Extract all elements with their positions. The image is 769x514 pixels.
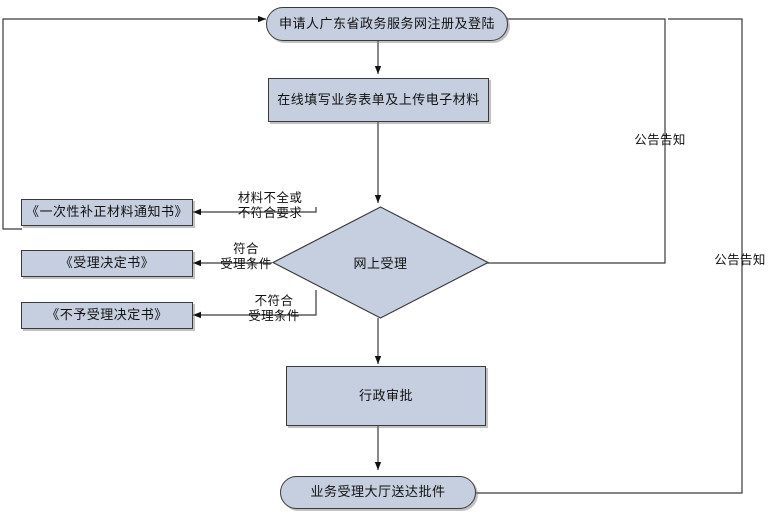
node-fill-form-label: 在线填写业务表单及上传电子材料	[277, 91, 480, 107]
node-administrative-approval-label: 行政审批	[358, 387, 413, 403]
node-administrative-approval[interactable]: 行政审批	[286, 366, 486, 426]
edge-label-meets-conditions: 符合 受理条件	[220, 242, 272, 271]
node-online-accept-label: 网上受理	[353, 256, 408, 271]
node-online-accept[interactable]: 网上受理	[272, 206, 489, 319]
node-accept-decision-label: 《受理决定书》	[59, 255, 155, 271]
node-reject-decision-label: 《不予受理决定书》	[46, 307, 168, 323]
node-deliver-document[interactable]: 业务受理大厅送达批件	[280, 476, 476, 509]
node-accept-decision[interactable]: 《受理决定书》	[21, 250, 193, 277]
node-deliver-document-label: 业务受理大厅送达批件	[310, 484, 446, 500]
edge-label-not-meets-conditions: 不符合 受理条件	[248, 294, 300, 323]
decision-diamond-shape	[272, 206, 489, 319]
node-register-label: 申请人广东省政务服务网注册及登陆	[278, 15, 495, 31]
node-fill-form[interactable]: 在线填写业务表单及上传电子材料	[268, 78, 489, 122]
node-supplement-notice-label: 《一次性补正材料通知书》	[25, 204, 188, 220]
node-supplement-notice[interactable]: 《一次性补正材料通知书》	[21, 199, 193, 226]
edge-label-incomplete: 材料不全或 不符合要求	[237, 191, 303, 220]
node-register[interactable]: 申请人广东省政务服务网注册及登陆	[266, 7, 508, 41]
edge-label-notice-top: 公告告知	[634, 133, 686, 147]
edge-label-notice-right: 公告告知	[714, 253, 766, 267]
node-reject-decision[interactable]: 《不予受理决定书》	[21, 302, 193, 329]
